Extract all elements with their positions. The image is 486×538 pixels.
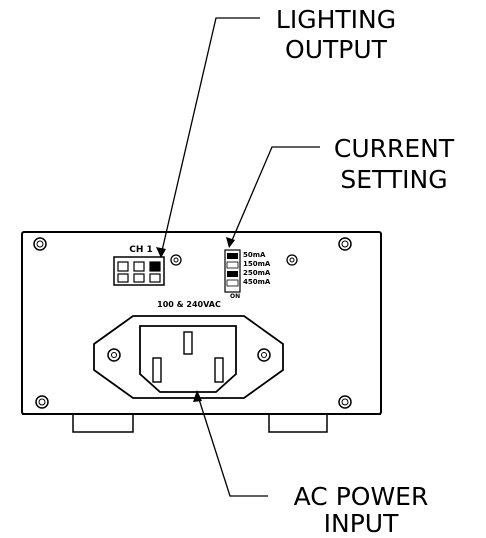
callout-lighting-line2: OUTPUT bbox=[285, 35, 388, 64]
current-option-50ma: 50mA bbox=[243, 251, 266, 259]
callout-current-line2: SETTING bbox=[340, 165, 447, 194]
current-dip-switch bbox=[224, 249, 241, 293]
current-option-150ma: 150mA bbox=[243, 260, 271, 268]
current-option-450ma: 450mA bbox=[243, 278, 271, 286]
corner-screw-bottom-right bbox=[338, 395, 352, 409]
ac-power-inlet bbox=[93, 315, 284, 399]
lighting-arrow bbox=[156, 247, 166, 258]
callout-current-line1: CURRENT bbox=[334, 134, 455, 163]
voltage-label: 100 & 240VAC bbox=[157, 300, 221, 309]
connector-screw bbox=[170, 254, 182, 266]
corner-screw-top-left bbox=[33, 237, 47, 251]
corner-screw-bottom-left bbox=[35, 395, 49, 409]
corner-screw-top-right bbox=[338, 237, 352, 251]
callout-lighting-line1: LIGHTING bbox=[276, 5, 396, 34]
current-arrow bbox=[226, 237, 235, 248]
callout-power-line2: INPUT bbox=[324, 509, 399, 538]
callout-power-line1: AC POWER bbox=[294, 482, 429, 511]
leader-lines bbox=[160, 17, 320, 497]
current-option-250ma: 250mA bbox=[243, 269, 271, 277]
dip-switch-on-label: ON bbox=[230, 293, 240, 300]
power-arrow bbox=[193, 390, 202, 402]
lighting-output-connector bbox=[113, 256, 165, 286]
channel-label: CH 1 bbox=[129, 245, 153, 255]
switch-screw bbox=[286, 254, 298, 266]
